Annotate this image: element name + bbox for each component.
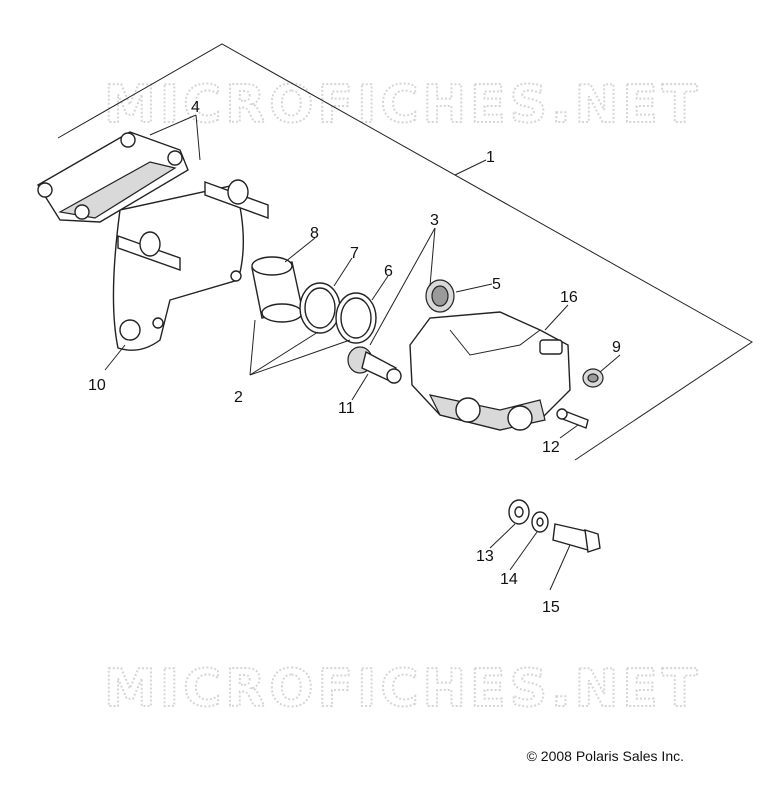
washer-13 [508, 499, 530, 525]
bleeder-screw-cap [582, 368, 604, 388]
copyright-text: 2008 Polaris Sales Inc. [540, 748, 684, 764]
slide-pin [347, 346, 402, 384]
callout-8: 8 [310, 225, 319, 242]
caliper-piston [251, 256, 303, 323]
brake-pad-set [37, 131, 189, 223]
callout-15: 15 [542, 599, 560, 616]
callout-3: 3 [430, 212, 439, 229]
mounting-bolt [552, 523, 601, 553]
callout-1: 1 [486, 149, 495, 166]
bleeder-screw [556, 408, 589, 429]
callout-5: 5 [492, 276, 501, 293]
copyright-notice: © 2008 Polaris Sales Inc. [527, 748, 684, 764]
copyright-symbol: © [526, 748, 537, 764]
callout-16: 16 [560, 289, 578, 306]
callout-11: 11 [338, 400, 355, 417]
leader-lines [104, 114, 621, 591]
callout-6: 6 [384, 263, 393, 280]
callout-13: 13 [476, 548, 494, 565]
caliper-body [409, 311, 571, 431]
callout-7: 7 [350, 245, 359, 262]
watermark-top: MICROFICHES.NET [104, 75, 701, 135]
callout-4: 4 [191, 99, 200, 116]
callout-10: 10 [88, 377, 106, 394]
callout-14: 14 [500, 571, 518, 588]
callout-12: 12 [542, 439, 560, 456]
pin-boot [425, 279, 455, 313]
callout-2: 2 [234, 389, 243, 406]
callout-9: 9 [612, 339, 621, 356]
assembly-outline [57, 43, 753, 461]
watermark-bottom: MICROFICHES.NET [104, 659, 701, 719]
washer-14 [531, 511, 549, 533]
mounting-bracket [112, 179, 269, 351]
